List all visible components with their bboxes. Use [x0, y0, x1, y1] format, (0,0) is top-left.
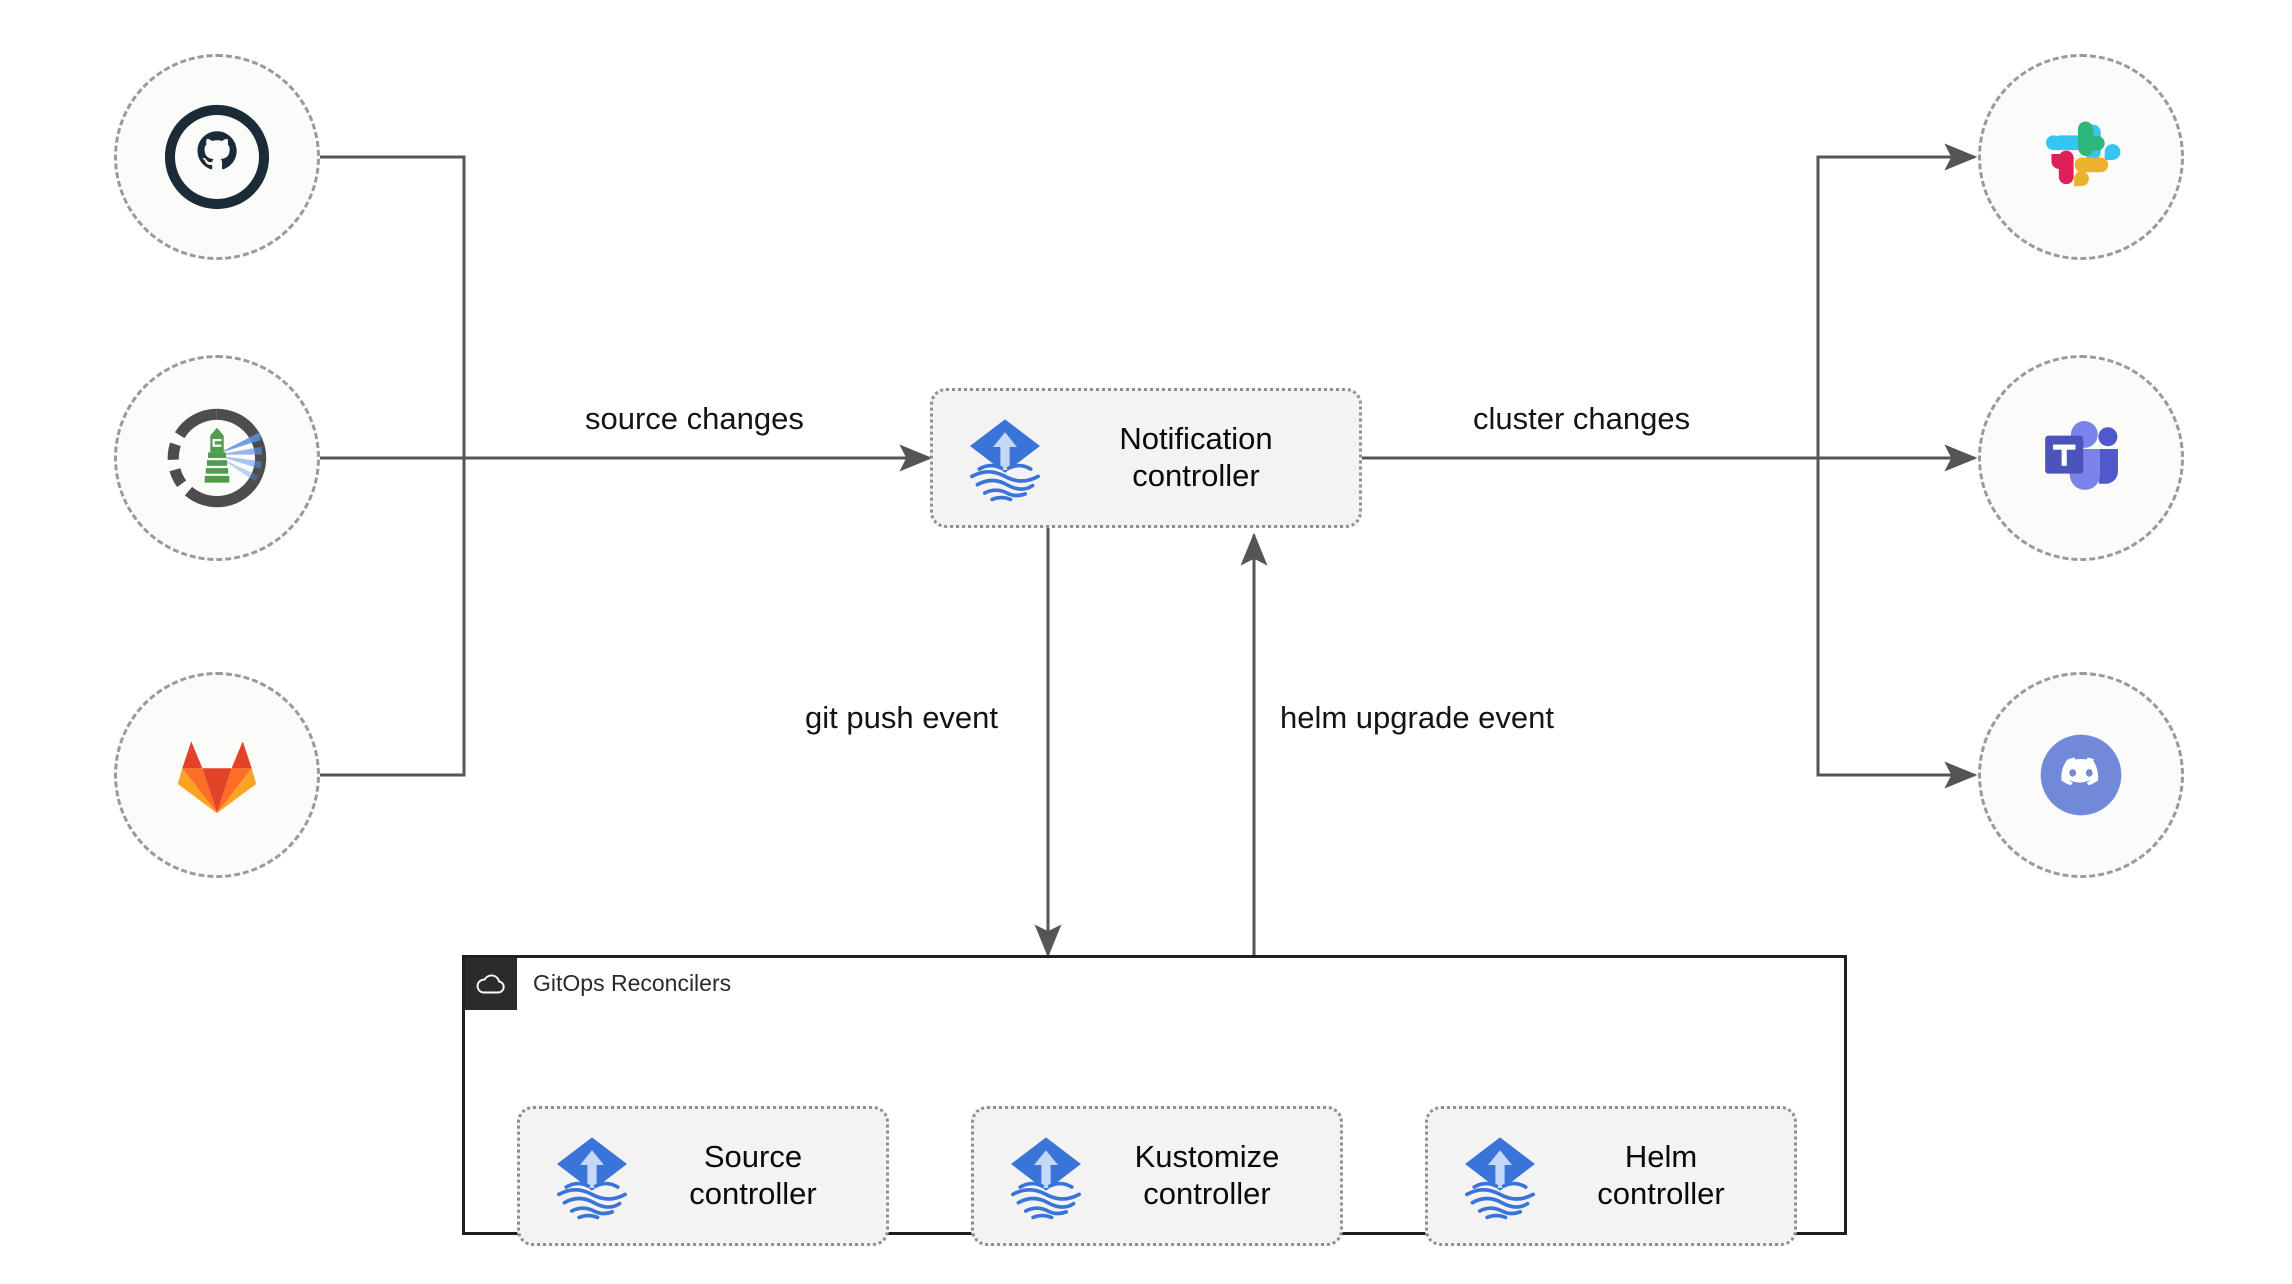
slack-icon: [2046, 121, 2121, 187]
edge-label-cluster-changes: cluster changes: [1463, 401, 1701, 437]
group-badge: [465, 958, 517, 1010]
github-icon: [164, 104, 270, 210]
gitlab-icon: [177, 741, 257, 814]
discord-icon: [2040, 734, 2122, 816]
helm-controller-label: Helm controller: [1597, 1139, 1725, 1211]
destination-node-discord[interactable]: [1978, 672, 2184, 878]
flux-logo-icon: [1465, 1137, 1535, 1220]
gitops-reconcilers-group: GitOps Reconcilers Source controller: [462, 955, 1847, 1246]
notification-controller-box[interactable]: Notification controller: [930, 388, 1362, 528]
flux-logo-icon: [1011, 1137, 1081, 1220]
group-header: GitOps Reconcilers: [465, 958, 1844, 1010]
source-controller-label: Source controller: [689, 1139, 817, 1211]
source-controller-box[interactable]: Source controller: [517, 1106, 889, 1246]
edge-label-helm-upgrade-event: helm upgrade event: [1270, 700, 1565, 736]
helm-controller-box[interactable]: Helm controller: [1425, 1106, 1797, 1246]
flux-logo-icon: [970, 419, 1040, 502]
wire-github-to-bus: [320, 155, 466, 458]
flux-logo-icon: [557, 1137, 627, 1220]
source-node-github[interactable]: [114, 54, 320, 260]
destination-node-teams[interactable]: [1978, 355, 2184, 561]
wire-bus-to-slack: [1816, 143, 1978, 458]
source-node-flux[interactable]: [114, 355, 320, 561]
edge-label-source-changes: source changes: [575, 401, 814, 437]
kustomize-controller-label: Kustomize controller: [1134, 1139, 1280, 1211]
source-node-gitlab[interactable]: [114, 672, 320, 878]
group-title: GitOps Reconcilers: [533, 970, 732, 996]
teams-icon: [2045, 421, 2118, 490]
kustomize-controller-box[interactable]: Kustomize controller: [971, 1106, 1343, 1246]
flux-lighthouse-icon: [167, 408, 267, 508]
wire-bus-to-discord: [1816, 458, 1978, 789]
edge-label-git-push-event: git push event: [795, 700, 1009, 736]
notification-controller-label: Notification controller: [1119, 421, 1273, 493]
wire-gitlab-to-bus: [320, 458, 466, 777]
cloud-icon: [476, 974, 505, 994]
destination-node-slack[interactable]: [1978, 54, 2184, 260]
